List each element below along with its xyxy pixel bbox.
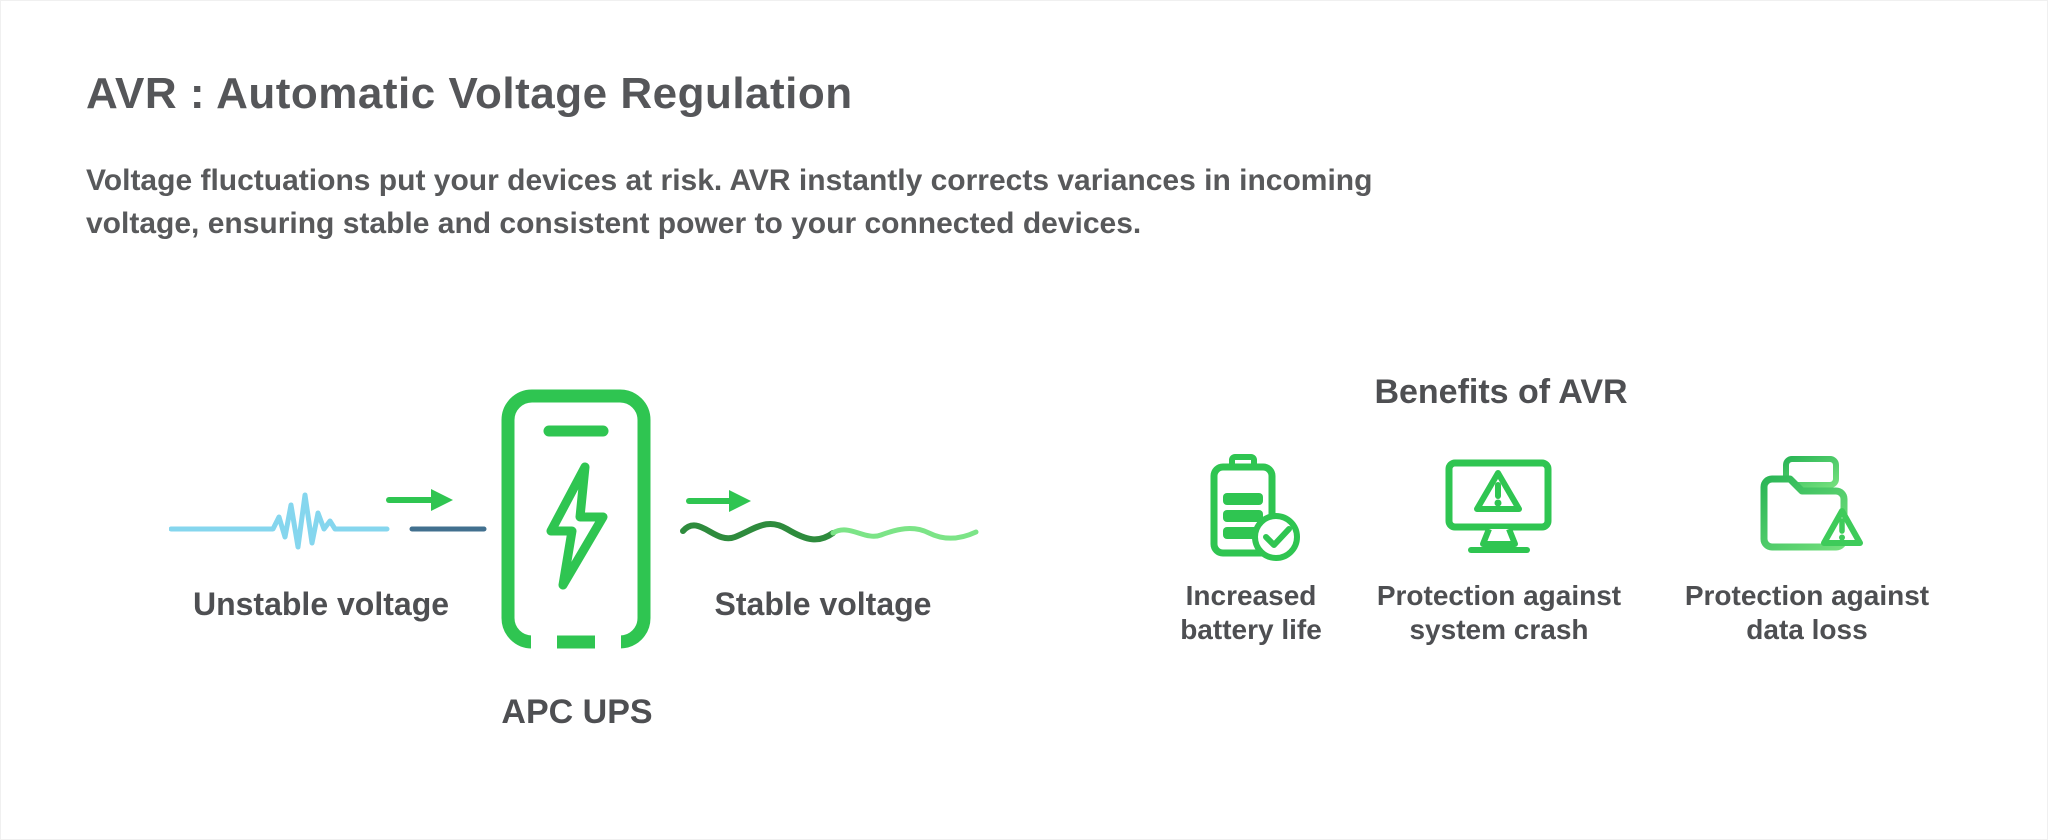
unstable-wave-path (169, 492, 390, 550)
ups-device-icon (501, 389, 651, 649)
ups-body-outline (501, 389, 651, 649)
ups-bottom-gap-left (531, 631, 557, 649)
stable-voltage-label: Stable voltage (714, 586, 932, 622)
benefit-label-battery: Increased battery life (1180, 580, 1322, 645)
ups-label: APC UPS (501, 693, 653, 731)
stable-wave-light-path (830, 526, 979, 541)
checkmark-glyph (1263, 526, 1292, 548)
unstable-voltage-wave-icon (169, 489, 487, 550)
benefit-label-data-loss: Protection against data loss (1684, 580, 1930, 645)
folder-warning-icon (1760, 456, 1863, 551)
benefits-heading: Benefits of AVR (1374, 373, 1628, 411)
stable-wave-dark-path (680, 521, 836, 543)
stable-voltage-wave-icon (680, 521, 979, 543)
monitor-warning-icon (1445, 459, 1552, 553)
ups-bottom-gap-right (595, 631, 621, 649)
flow-arrow-icon (386, 489, 453, 511)
page-subtitle: Voltage fluctuations put your devices at… (86, 164, 1373, 240)
benefit-label-system-crash: Protection against system crash (1376, 580, 1622, 645)
lightning-bolt-icon (546, 462, 608, 590)
page-title: AVR : Automatic Voltage Regulation (86, 69, 853, 118)
unstable-voltage-label: Unstable voltage (192, 586, 450, 622)
folder-body-outline (1760, 475, 1848, 551)
battery-check-icon (1210, 454, 1300, 561)
flow-arrow-icon (686, 490, 751, 512)
